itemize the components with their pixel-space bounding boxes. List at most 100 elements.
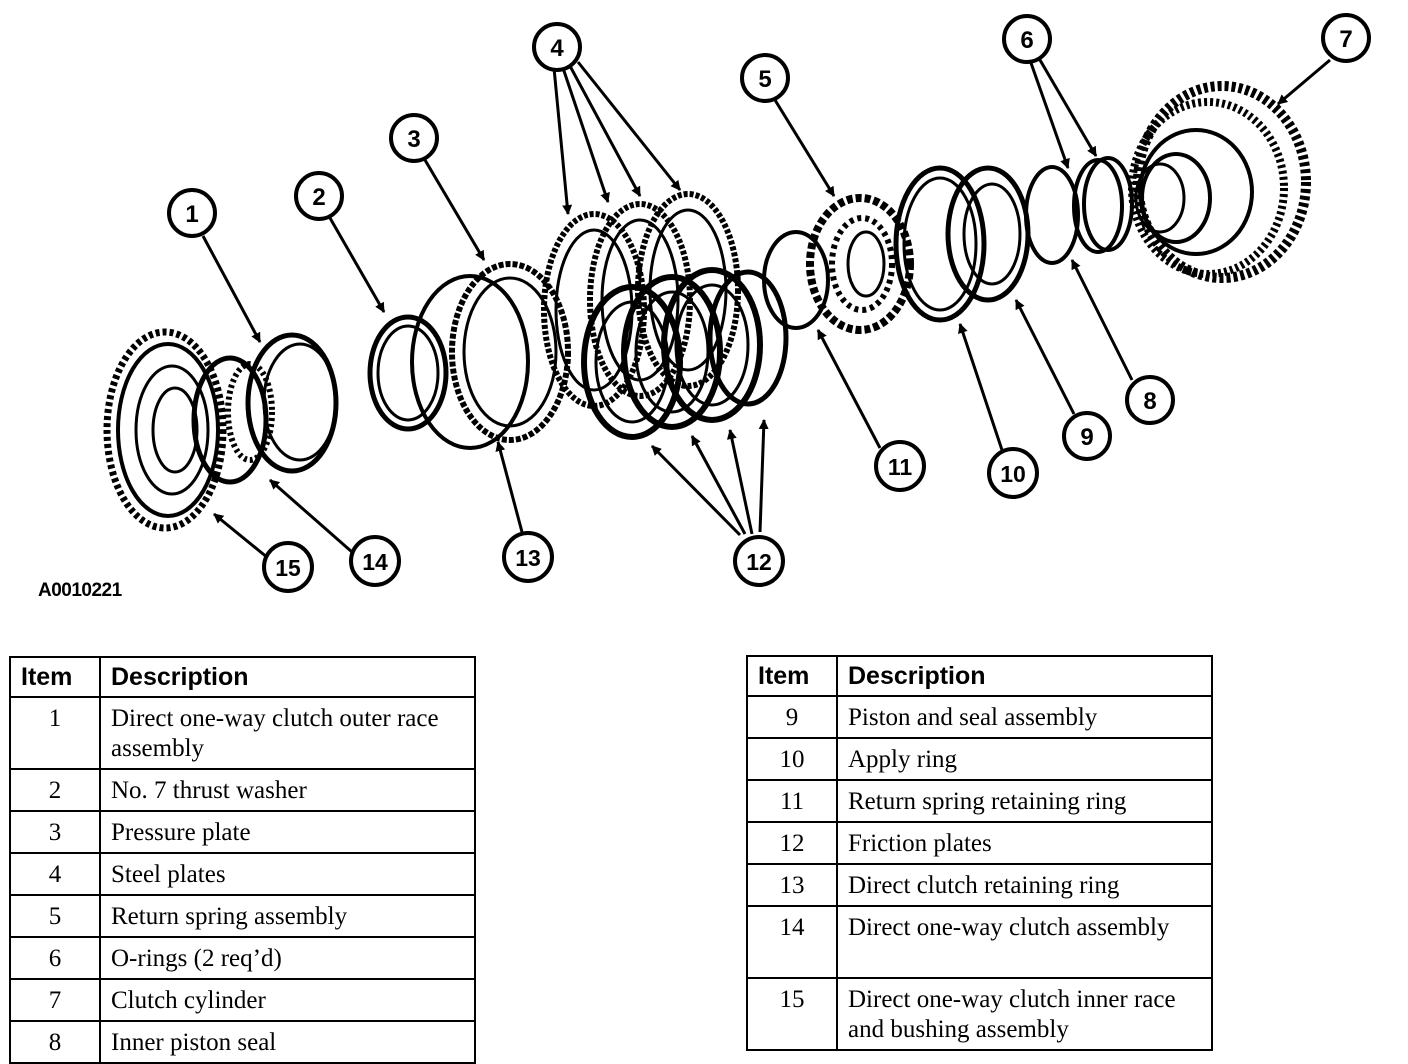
item-description: Inner piston seal — [99, 1020, 476, 1064]
item-number: 6 — [9, 936, 101, 980]
part-5-return-spring-assembly — [806, 194, 914, 334]
item-description: Direct clutch retaining ring — [836, 863, 1213, 907]
item-number: 5 — [9, 894, 101, 938]
callout-2: 2 — [294, 171, 344, 221]
item-description: Return spring retaining ring — [836, 779, 1213, 823]
item-description: Piston and seal assembly — [836, 695, 1213, 739]
part-13-retaining-ring — [410, 274, 530, 450]
svg-text:9: 9 — [1080, 424, 1093, 451]
callout-10: 10 — [987, 447, 1039, 499]
svg-text:7: 7 — [1339, 26, 1352, 53]
item-number: 7 — [9, 978, 101, 1022]
part-6-o-rings — [1072, 156, 1134, 254]
item-description: Direct one-way clutch outer race assembl… — [99, 696, 476, 770]
callout-3: 3 — [389, 113, 439, 163]
exploded-view-diagram: 1 2 3 4 5 6 7 8 9 10 11 12 13 14 15 — [103, 13, 1371, 593]
callout-5: 5 — [740, 53, 790, 103]
callout-13: 13 — [502, 531, 554, 583]
part-2-thrust-washer — [367, 314, 449, 432]
part-1-outer-race — [245, 332, 339, 474]
part-12-friction-plates — [581, 267, 789, 440]
part-9-piston — [945, 165, 1031, 303]
item-description: Direct one-way clutch inner race and bus… — [836, 977, 1213, 1051]
callout-15: 15 — [262, 541, 314, 593]
item-description: Clutch cylinder — [99, 978, 476, 1022]
item-description: Steel plates — [99, 852, 476, 896]
svg-text:5: 5 — [758, 66, 771, 93]
item-number: 9 — [746, 695, 838, 739]
item-number: 8 — [9, 1020, 101, 1064]
part-7-clutch-cylinder — [1128, 81, 1311, 283]
item-description: Apply ring — [836, 737, 1213, 781]
part-15-inner-race — [103, 328, 227, 532]
callout-7: 7 — [1321, 13, 1371, 63]
callout-14: 14 — [349, 535, 401, 587]
svg-text:6: 6 — [1020, 27, 1033, 54]
item-number: 1 — [9, 696, 101, 770]
leader-lines — [201, 58, 1331, 560]
table-header-row: Item Description — [746, 655, 1213, 697]
svg-text:4: 4 — [550, 35, 564, 62]
part-14-one-way-clutch — [191, 355, 275, 485]
svg-text:12: 12 — [746, 549, 772, 575]
item-number: 3 — [9, 810, 101, 854]
part-11-retaining-ring — [762, 230, 830, 330]
item-description: Friction plates — [836, 821, 1213, 865]
callout-11: 11 — [874, 440, 926, 492]
table-header-row: Item Description — [9, 656, 476, 698]
svg-text:15: 15 — [275, 555, 301, 581]
item-description: No. 7 thrust washer — [99, 768, 476, 812]
part-8-inner-piston-seal — [1024, 165, 1080, 265]
item-number: 11 — [746, 779, 838, 823]
item-description: Pressure plate — [99, 810, 476, 854]
svg-text:1: 1 — [185, 201, 198, 228]
callout-8: 8 — [1125, 375, 1175, 425]
column-header-description: Description — [99, 656, 476, 698]
item-number: 4 — [9, 852, 101, 896]
callout-12: 12 — [733, 535, 785, 587]
column-header-description: Description — [836, 655, 1213, 697]
svg-text:8: 8 — [1143, 388, 1156, 415]
part-3-pressure-plate — [449, 261, 571, 443]
svg-text:13: 13 — [515, 545, 541, 571]
column-header-item: Item — [9, 656, 101, 698]
callout-6: 6 — [1002, 14, 1052, 64]
svg-text:3: 3 — [407, 126, 420, 153]
item-description: Return spring assembly — [99, 894, 476, 938]
part-10-apply-ring — [893, 165, 987, 323]
item-number: 14 — [746, 905, 838, 979]
svg-text:10: 10 — [1000, 461, 1026, 487]
item-number: 15 — [746, 977, 838, 1051]
item-description: O-rings (2 req’d) — [99, 936, 476, 980]
svg-text:11: 11 — [888, 454, 913, 480]
callout-9: 9 — [1062, 411, 1112, 461]
svg-text:2: 2 — [312, 184, 325, 211]
figure-id: A0010221 — [38, 580, 122, 601]
item-number: 2 — [9, 768, 101, 812]
item-number: 10 — [746, 737, 838, 781]
svg-text:14: 14 — [362, 549, 388, 575]
column-header-item: Item — [746, 655, 838, 697]
item-description: Direct one-way clutch assembly — [836, 905, 1213, 979]
callout-4: 4 — [532, 22, 582, 72]
item-number: 13 — [746, 863, 838, 907]
item-number: 12 — [746, 821, 838, 865]
callout-1: 1 — [167, 188, 217, 238]
